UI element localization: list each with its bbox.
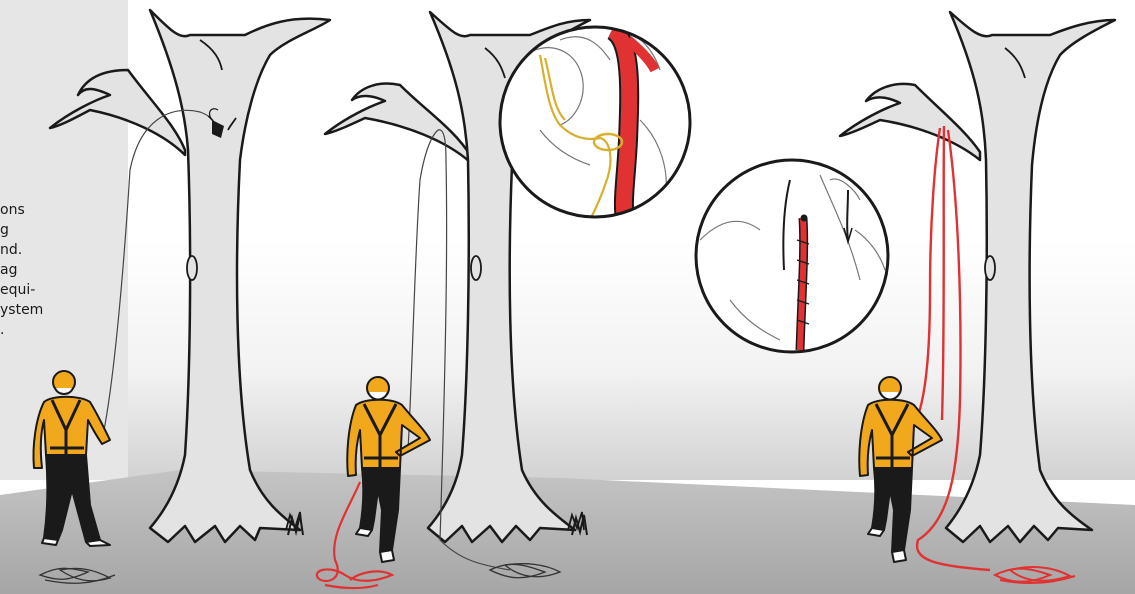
- caption-line: g: [0, 220, 130, 240]
- caption-line: .: [0, 320, 130, 340]
- caption-line: nd.: [0, 240, 130, 260]
- caption-line: ag: [0, 260, 130, 280]
- caption-line: equi-: [0, 280, 130, 300]
- caption-line: ystem: [0, 300, 130, 320]
- caption-line: ons: [0, 200, 130, 220]
- inset-knot-detail: [500, 27, 690, 220]
- inset-rope-detail: [696, 160, 888, 352]
- caption-text: ons g nd. ag equi- ystem .: [0, 200, 130, 340]
